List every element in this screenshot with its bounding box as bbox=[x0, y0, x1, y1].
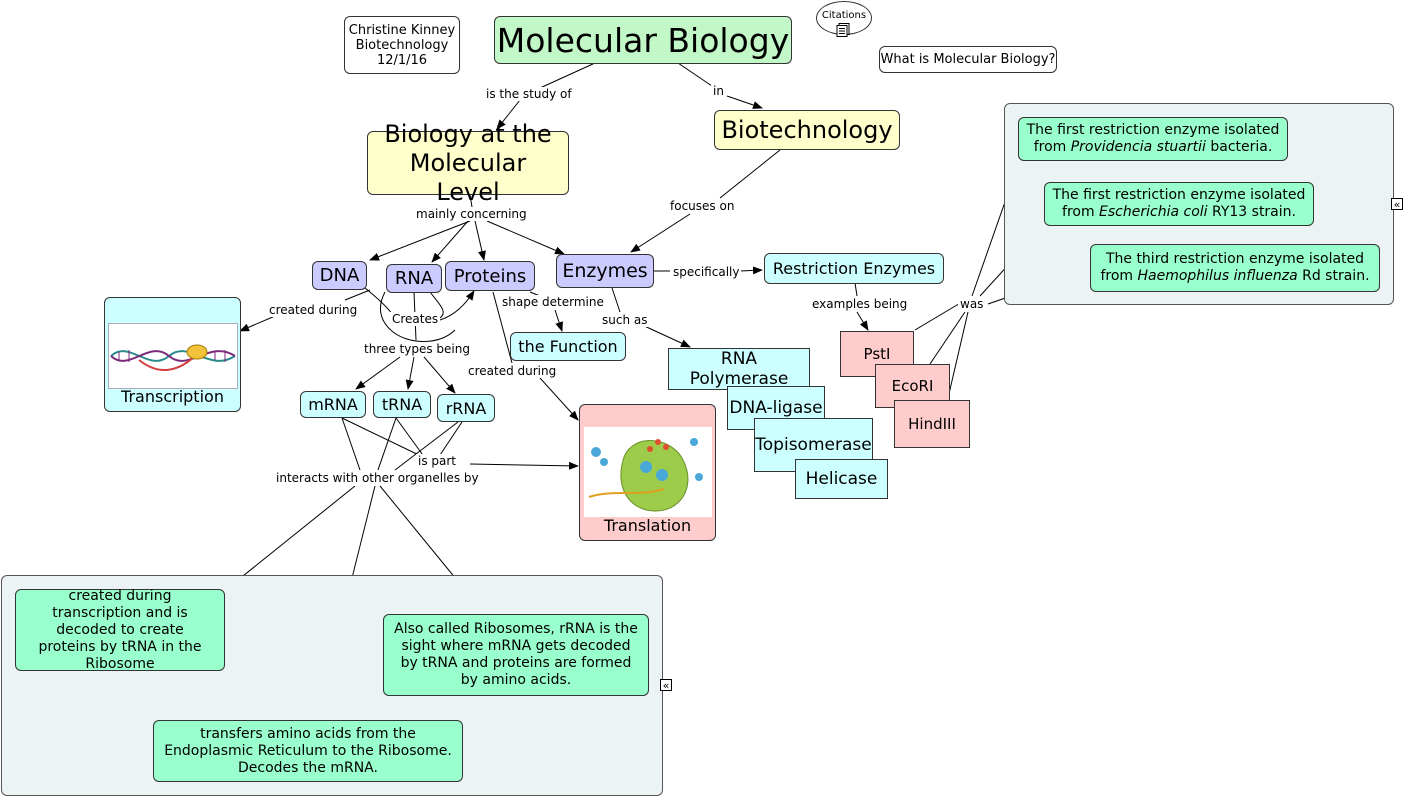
node-enzymes[interactable]: Enzymes bbox=[556, 254, 654, 288]
author-date: 12/1/16 bbox=[376, 52, 428, 68]
author-name: Christine Kinney bbox=[348, 22, 456, 38]
translation-label: Translation bbox=[603, 516, 692, 535]
link-such-as: such as bbox=[600, 313, 650, 327]
link-examples-being: examples being bbox=[810, 297, 910, 311]
node-rrna[interactable]: rRNA bbox=[437, 394, 495, 422]
node-restriction-enzymes[interactable]: Restriction Enzymes bbox=[764, 253, 944, 284]
citations-label: Citations bbox=[821, 10, 867, 21]
link-shape-determine: shape determine bbox=[500, 295, 606, 309]
node-biology-molecular-level[interactable]: Biology at the Molecular Level bbox=[367, 120, 569, 206]
question-node[interactable]: What is Molecular Biology? bbox=[879, 46, 1057, 73]
node-biotechnology[interactable]: Biotechnology bbox=[714, 110, 900, 150]
link-specifically: specifically bbox=[671, 265, 742, 279]
note-hindiii-line2: from Haemophilus influenza Rd strain. bbox=[1100, 268, 1370, 284]
transcription-label: Transcription bbox=[121, 387, 224, 406]
node-the-function[interactable]: the Function bbox=[510, 332, 626, 361]
link-is-study-of: is the study of bbox=[484, 87, 574, 101]
link-mainly-concerning: mainly concerning bbox=[414, 207, 529, 221]
link-three-types: three types being bbox=[362, 342, 472, 356]
note-psti-organism: Providencia stuartii bbox=[1070, 139, 1206, 155]
author-course: Biotechnology bbox=[355, 37, 449, 53]
note-psti-line1: The first restriction enzyme isolated bbox=[1026, 122, 1280, 138]
note-psti-line2: from Providencia stuartii bacteria. bbox=[1033, 139, 1273, 155]
node-proteins[interactable]: Proteins bbox=[445, 261, 535, 291]
link-created-during-transcription: created during bbox=[267, 303, 360, 317]
link-creates: Creates bbox=[390, 312, 441, 326]
note-ecori-line1: The first restriction enzyme isolated bbox=[1052, 187, 1306, 203]
note-ecori-line2: from Escherichia coli RY13 strain. bbox=[1062, 204, 1296, 220]
note-mrna[interactable]: created during transcription and is deco… bbox=[15, 588, 225, 672]
node-mrna[interactable]: mRNA bbox=[300, 391, 366, 418]
node-dna[interactable]: DNA bbox=[312, 261, 367, 290]
node-hindiii[interactable]: HindIII bbox=[894, 400, 970, 448]
note-hindiii-organism: Haemophilus influenza bbox=[1137, 268, 1298, 284]
link-is-part: is part bbox=[416, 454, 459, 468]
note-psti[interactable]: The first restriction enzyme isolated fr… bbox=[1018, 117, 1288, 161]
link-was: was bbox=[958, 297, 986, 311]
link-focuses-on: focuses on bbox=[668, 199, 737, 213]
note-ecori-organism: Escherichia coli bbox=[1099, 204, 1208, 220]
note-hindiii-line1: The third restriction enzyme isolated bbox=[1105, 251, 1365, 267]
document-stack-icon[interactable] bbox=[836, 23, 851, 38]
link-interacts: interacts with other organelles by bbox=[274, 471, 481, 485]
note-rrna[interactable]: Also called Ribosomes, rRNA is the sight… bbox=[383, 614, 649, 696]
node-rna-polymerase[interactable]: RNA Polymerase bbox=[668, 348, 810, 390]
node-molecular-biology[interactable]: Molecular Biology bbox=[494, 16, 792, 64]
link-created-during-translation: created during bbox=[466, 364, 559, 378]
link-in: in bbox=[711, 84, 726, 98]
collapse-enzyme-panel-button[interactable]: « bbox=[1391, 198, 1403, 210]
transcription-diagram-image bbox=[108, 323, 238, 389]
note-hindiii[interactable]: The third restriction enzyme isolated fr… bbox=[1090, 244, 1380, 292]
translation-ribosome-image bbox=[584, 427, 712, 517]
node-trna[interactable]: tRNA bbox=[373, 391, 431, 418]
note-trna[interactable]: transfers amino acids from the Endoplasm… bbox=[153, 720, 463, 782]
node-rna[interactable]: RNA bbox=[386, 264, 442, 293]
note-ecori[interactable]: The first restriction enzyme isolated fr… bbox=[1044, 182, 1314, 226]
node-helicase[interactable]: Helicase bbox=[795, 459, 888, 499]
collapse-rna-panel-button[interactable]: « bbox=[660, 679, 672, 691]
author-info-box: Christine Kinney Biotechnology 12/1/16 bbox=[344, 16, 460, 74]
